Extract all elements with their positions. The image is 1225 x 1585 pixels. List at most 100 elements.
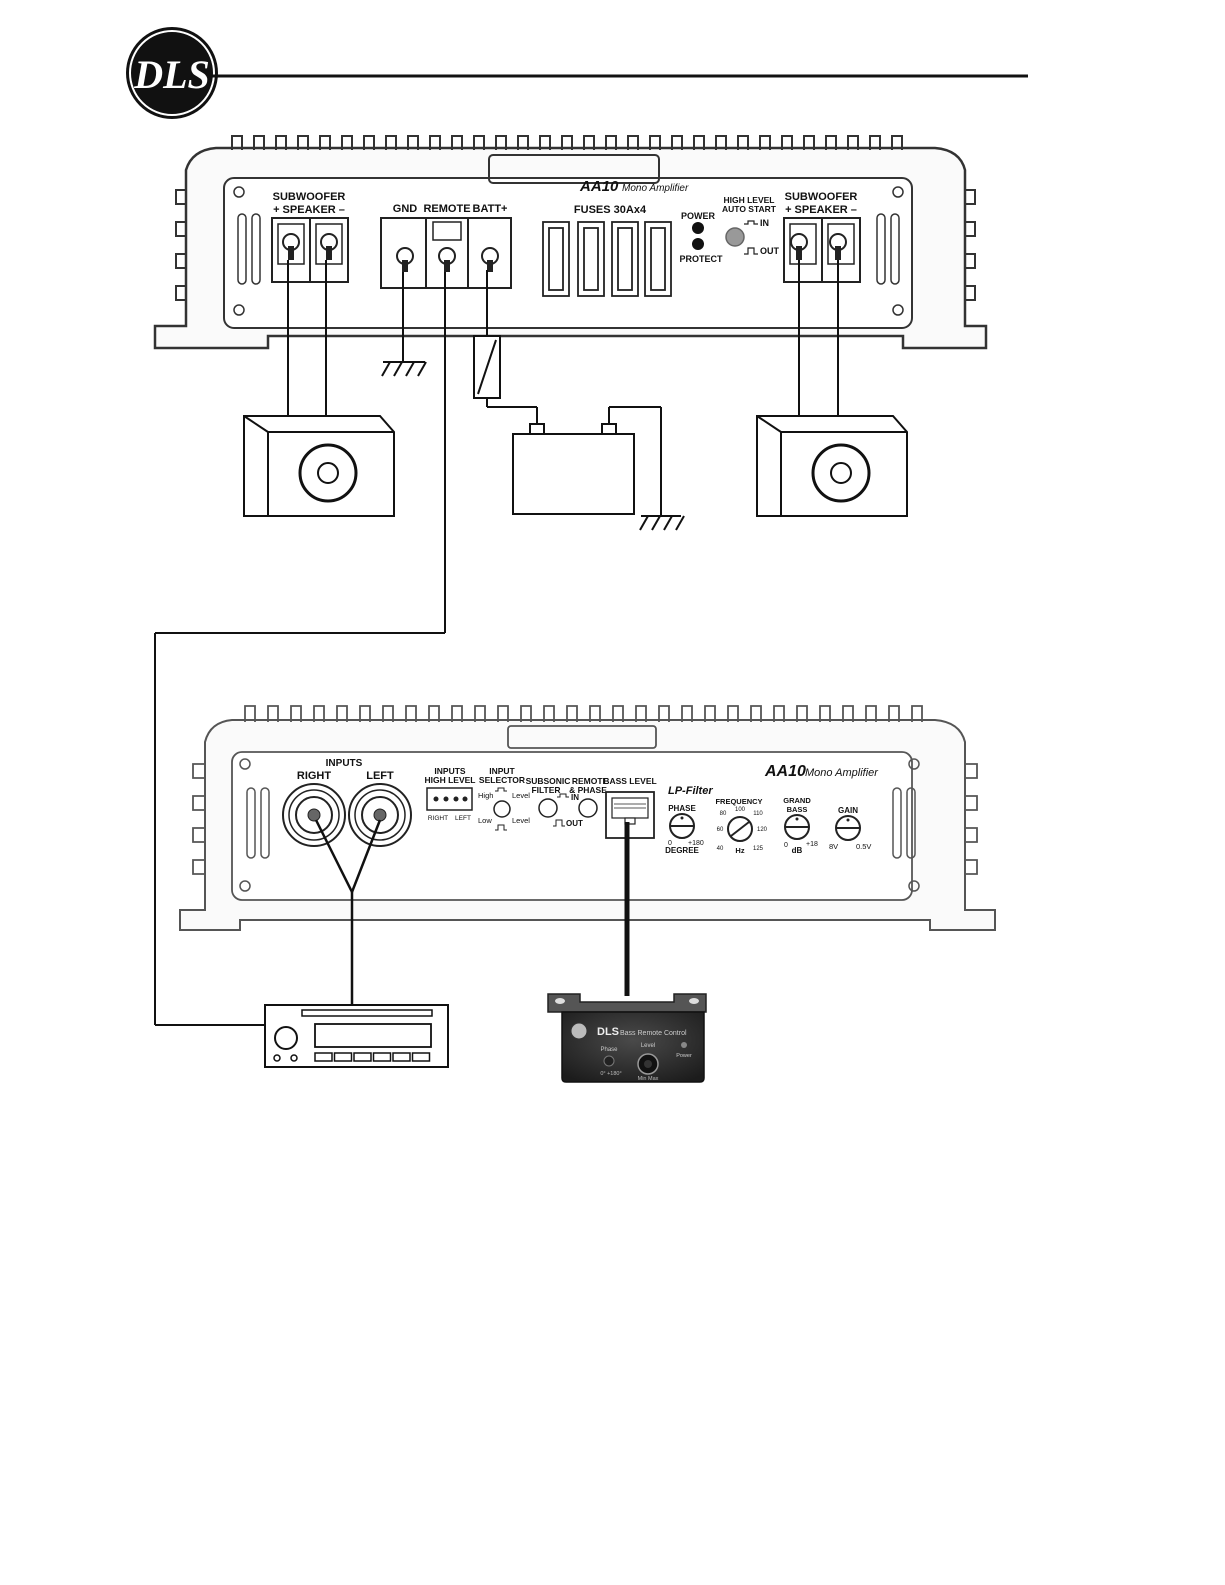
heatsink-fin <box>407 135 419 150</box>
top-model-sub: Mono Amplifier <box>622 183 689 194</box>
remote-phase-range: 0° +180° <box>600 1071 621 1077</box>
freq-tick-40: 40 <box>717 846 724 852</box>
heatsink-fin <box>336 705 348 722</box>
gnd-label: GND <box>393 203 418 215</box>
left-terminal-label1: SUBWOOFER <box>273 191 346 203</box>
top-amplifier: AA10 Mono Amplifier SUBWOOFER + SPEAKER … <box>153 135 988 350</box>
grand-bass-min: 0 <box>784 842 788 849</box>
remote-phase-out: OUT <box>566 819 583 828</box>
grand-bass-max: +18 <box>806 841 818 848</box>
heatsink-fin <box>385 135 397 150</box>
high-level-label2: HIGH LEVEL <box>424 775 475 785</box>
heatsink-fin <box>681 705 693 722</box>
heatsink-fin <box>750 705 762 722</box>
remote-power-label: Power <box>676 1053 692 1059</box>
heatsink-fin <box>727 705 739 722</box>
right-subwoofer <box>756 415 908 517</box>
heatsink-fin <box>759 135 771 150</box>
rca-right-jack <box>282 783 346 847</box>
selector-level2: Level <box>512 816 530 825</box>
gain-max: 0.5V <box>856 842 871 851</box>
phase-unit: DEGREE <box>665 846 699 855</box>
remote-phase-label1: REMOTE <box>572 776 609 786</box>
subsonic-switch <box>538 798 558 818</box>
battery <box>512 423 635 515</box>
frequency-unit: Hz <box>735 846 744 855</box>
high-level-right: RIGHT <box>428 815 448 822</box>
heatsink-fin <box>297 135 309 150</box>
heatsink-fin <box>267 705 279 722</box>
subsonic-label1: SUBSONIC <box>526 776 571 786</box>
remote-phase-label2: & PHASE <box>569 785 607 795</box>
heatsink-fin <box>796 705 808 722</box>
heatsink-fin <box>819 705 831 722</box>
left-terminal-label2: + SPEAKER – <box>273 204 345 216</box>
heatsink-fin <box>773 705 785 722</box>
frequency-title: FREQUENCY <box>715 797 762 806</box>
gain-knob <box>835 815 861 841</box>
heatsink-fin <box>803 135 815 150</box>
dls-logo: DLS <box>126 27 218 119</box>
power-led <box>692 222 704 234</box>
selector-high: High <box>478 791 493 800</box>
protect-led <box>692 238 704 250</box>
heatsink-fin <box>627 135 639 150</box>
heatsink-fin <box>583 135 595 150</box>
selector-low: Low <box>478 816 492 825</box>
remote-power-led <box>681 1042 687 1048</box>
heatsink-fin <box>543 705 555 722</box>
gain-title: GAIN <box>838 806 858 815</box>
grand-bass-knob <box>784 814 810 840</box>
heatsink-fin <box>865 705 877 722</box>
batt-label: BATT+ <box>473 203 508 215</box>
heatsink-fin <box>473 135 485 150</box>
heatsink-fin <box>520 705 532 722</box>
heatsink-fin <box>847 135 859 150</box>
heatsink-fin <box>253 135 265 150</box>
heatsink-fin <box>605 135 617 150</box>
lp-filter-label: LP-Filter <box>668 785 713 797</box>
heatsink-fin <box>671 135 683 150</box>
head-unit-preset-button <box>392 1052 411 1062</box>
heatsink-fin <box>589 705 601 722</box>
remote-phase-label: Phase <box>600 1047 618 1053</box>
auto-start-label2: AUTO START <box>722 204 777 214</box>
heatsink-fin <box>497 705 509 722</box>
remote-phase-switch <box>578 798 598 818</box>
heatsink-fin <box>825 135 837 150</box>
freq-tick-80: 80 <box>720 811 727 817</box>
top-model: AA10 <box>579 178 619 195</box>
heatsink-fin <box>495 135 507 150</box>
freq-tick-120: 120 <box>757 827 768 833</box>
heatsink-fin <box>715 135 727 150</box>
phase-max: +180 <box>688 840 704 847</box>
selector-level1: Level <box>512 791 530 800</box>
fuses-label: FUSES 30Ax4 <box>574 204 647 216</box>
auto-start-in: IN <box>760 218 769 228</box>
heatsink-fin <box>911 705 923 722</box>
bass-level-port <box>605 791 655 839</box>
frequency-knob <box>727 816 753 842</box>
phase-knob <box>669 813 695 839</box>
right-terminal-label2: + SPEAKER – <box>785 204 857 216</box>
high-level-left: LEFT <box>455 815 471 822</box>
subsonic-label2: FILTER <box>531 785 560 795</box>
bass-remote-control: DLS Bass Remote Control Phase 0° +180° L… <box>547 993 707 1083</box>
high-level-label1: INPUTS <box>434 766 466 776</box>
head-unit-preset-button <box>353 1052 372 1062</box>
left-speaker-terminal <box>271 217 349 283</box>
freq-tick-60: 60 <box>717 827 724 833</box>
remote-title: Bass Remote Control <box>620 1030 687 1037</box>
grand-bass-label2: BASS <box>787 805 808 814</box>
rca-left-jack <box>348 783 412 847</box>
heatsink-fin <box>451 135 463 150</box>
remote-level-range: Min Max <box>638 1076 659 1082</box>
heatsink-fin <box>888 705 900 722</box>
inputs-title: INPUTS <box>326 758 363 769</box>
bottom-model-sub: Mono Amplifier <box>805 767 879 779</box>
heatsink-fin <box>869 135 881 150</box>
freq-tick-100: 100 <box>735 807 746 813</box>
heatsink-fin <box>382 705 394 722</box>
heatsink-fin <box>566 705 578 722</box>
head-unit-preset-button <box>314 1052 333 1062</box>
